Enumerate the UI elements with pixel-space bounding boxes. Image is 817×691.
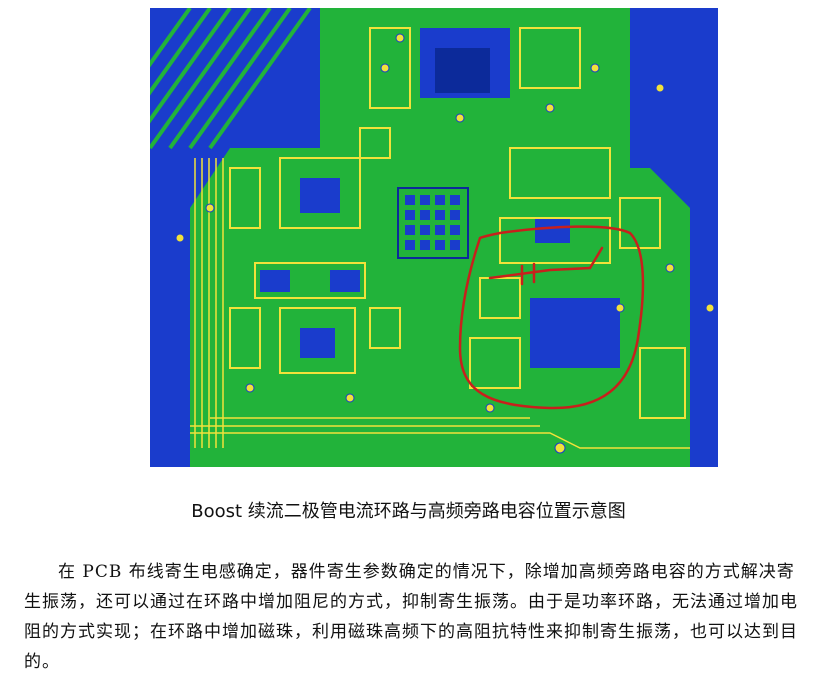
component-pads — [260, 178, 360, 358]
copper-pour-left — [150, 8, 320, 467]
pcb-layout-image — [88, 6, 718, 467]
top-dark-block — [435, 48, 490, 93]
bottom-traces — [190, 417, 718, 449]
copper-pour-right — [630, 8, 718, 467]
vias — [175, 33, 715, 454]
right-blue-small — [535, 218, 570, 243]
red-annotation — [458, 225, 645, 410]
ic-pads — [405, 195, 460, 250]
component-outlines — [229, 27, 686, 419]
body-paragraph: 在 PCB 布线寄生电感确定，器件寄生参数确定的情况下，除增加高频旁路电容的方式… — [24, 562, 798, 672]
figure-caption: Boost 续流二极管电流环路与高频旁路电容位置示意图 — [191, 501, 626, 522]
right-blue-lower — [530, 298, 620, 368]
